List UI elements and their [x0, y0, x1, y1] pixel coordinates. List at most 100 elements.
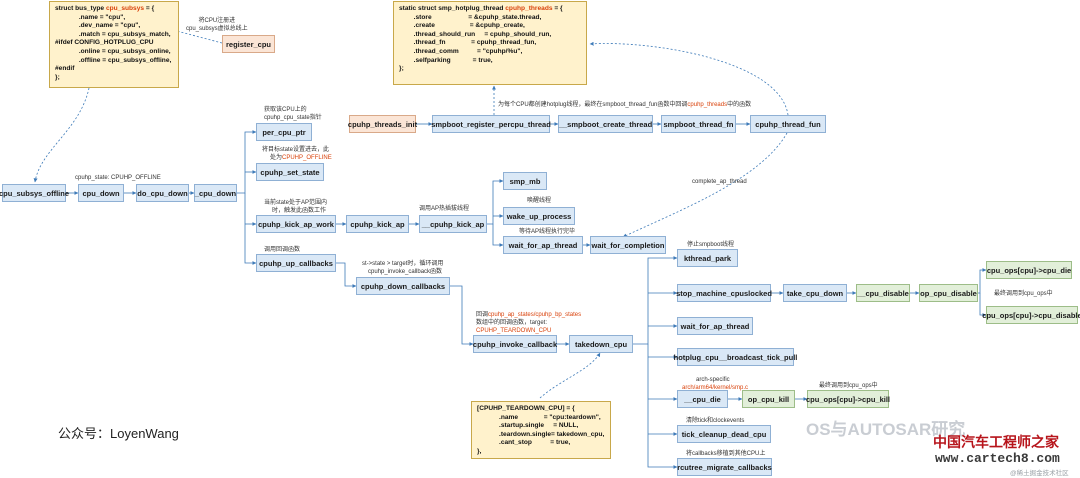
- note-down-cb-line2: cpuhp_invoke_callback函数: [368, 269, 443, 275]
- node-cpuhp-up-callbacks: cpuhp_up_callbacks: [256, 254, 336, 272]
- node-cpu-ops-cpu-disable: cpu_ops[cpu]->cpu_disable: [982, 306, 1080, 324]
- note-tick: 清除tick和clockevents: [686, 418, 745, 424]
- link-register-to-bus: [172, 29, 223, 44]
- note-wait: 等待AP线程执行完毕: [519, 229, 576, 235]
- node-cpu-down: cpu_down: [78, 184, 124, 202]
- node-smpboot-create-thread: __smpboot_create_thread: [558, 115, 653, 133]
- bus-type-line: .dev_name = "cpu",: [55, 22, 141, 30]
- note-kick-work-line2: 时，触发此函数工作: [272, 208, 327, 214]
- hotplug-thread-line: .thread_should_run = cpuhp_should_run,: [399, 30, 552, 38]
- node-cpuhp-threads-init: cpuhp_threads_init: [348, 115, 417, 133]
- code-box-bus-type: struct bus_type cpu_subsys = { .name = "…: [49, 1, 179, 88]
- link-complete: [622, 132, 788, 238]
- note-percpu-highlight: cpuhp_threads: [687, 102, 728, 108]
- note-set-state-line2-wrap: 处为CPUHP_OFFLINE: [262, 154, 332, 162]
- note-invoke-line2: 数组中的回调函数，target:: [476, 320, 548, 326]
- note-wake: 唤醒线程: [527, 198, 552, 204]
- code-box-hotplug-thread: static struct smp_hotplug_thread cpuhp_t…: [393, 1, 587, 85]
- node-tick-cleanup-dead-cpu: tick_cleanup_dead_cpu: [677, 425, 771, 443]
- note-down-callbacks: st->state > target时，循环调用 cpuhp_invoke_cal…: [362, 260, 443, 276]
- bus-type-head: struct bus_type: [55, 5, 106, 12]
- teardown-line: .cant_stop = true,: [477, 439, 571, 447]
- watermark-os: OS与AUTOSAR研究: [806, 420, 966, 439]
- note-up-callbacks: 调用回调函数: [264, 247, 301, 253]
- node-cpu-ops-cpu-die: cpu_ops[cpu]->cpu_die: [986, 261, 1072, 279]
- node-cpuhp-down-callbacks: cpuhp_down_callbacks: [356, 277, 450, 295]
- code-box-teardown: [CPUHP_TEARDOWN_CPU] = { .name = "cpu:te…: [471, 401, 611, 459]
- node-underscore-cpu-down: _cpu_down: [194, 184, 237, 202]
- teardown-line: [CPUHP_TEARDOWN_CPU] = {: [477, 405, 575, 412]
- node-cpuhp-thread-fun: cpuhp_thread_fun: [750, 115, 826, 133]
- teardown-line: .startup.single = NULL,: [477, 422, 579, 430]
- note-set-state: 将目标state设置进去，此处为CPUHP_OFFLINE: [262, 146, 332, 162]
- node-wait-for-ap-thread: wait_for_ap_thread: [503, 236, 583, 254]
- hotplug-thread-head-highlight: cpuhp_threads: [505, 5, 553, 12]
- note-register-line1: 将CPU注册进: [198, 18, 236, 24]
- watermark-url: www.cartech8.com: [935, 451, 1060, 466]
- bus-type-head-tail: = {: [144, 5, 155, 12]
- teardown-line: .name = "cpu:teardown",: [477, 413, 601, 421]
- note-invoke-line1: 回调: [476, 312, 489, 318]
- node-cpuhp-kick-ap: cpuhp_kick_ap: [346, 215, 409, 233]
- bus-type-head-highlight: cpu_subsys: [105, 5, 145, 12]
- note-per-cpu-line2: cpuhp_cpu_state指针: [264, 115, 322, 121]
- note-set-state-highlight: CPUHP_OFFLINE: [282, 155, 332, 161]
- note-percpu: 为每个CPU都创建hotplug线程，最终在smpboot_thread_fun…: [498, 101, 751, 109]
- bus-type-line: .match = cpu_subsys_match,: [55, 30, 171, 38]
- node-cpu-die: __cpu_die: [677, 390, 728, 408]
- node-cpu-subsys-offline: cpu_subsys_offline: [0, 184, 69, 202]
- node-cpuhp-set-state: cpuhp_set_state: [256, 163, 324, 181]
- note-arch-line1: arch-specific: [696, 377, 730, 383]
- hotplug-thread-line: .store = &cpuhp_state.thread,: [399, 13, 542, 21]
- node-op-cpu-disable: op_cpu_disable: [919, 284, 978, 302]
- node-cpu-ops-cpu-kill: cpu_ops[cpu]->cpu_kill: [806, 390, 890, 408]
- node-take-cpu-down: take_cpu_down: [783, 284, 847, 302]
- node-stop-machine-cpuslocked: stop_machine_cpuslocked: [676, 284, 772, 302]
- note-set-state-line1: 将目标state设置进去，此: [262, 147, 330, 153]
- note-kick-ap: 调用AP热插拔线程: [419, 206, 470, 212]
- node-hotplug-cpu-broadcast: hotplug_cpu__broadcast_tick_pull: [674, 348, 797, 366]
- note-rcu: 将callbacks移植到其他CPU上: [686, 451, 766, 457]
- note-arch-highlight: arch/arm64/kernel/smp.c: [682, 385, 749, 391]
- node-do-cpu-down: do_cpu_down: [136, 184, 189, 202]
- node-per-cpu-ptr: per_cpu_ptr: [256, 123, 312, 141]
- note-per-cpu-line1: 获取该CPU上的: [264, 107, 307, 113]
- note-per-cpu: 获取该CPU上的 cpuhp_cpu_state指针: [264, 106, 322, 122]
- hotplug-thread-line: .thread_comm = "cpuhp/%u",: [399, 47, 523, 55]
- link-teardown-to-takedown: [539, 352, 601, 399]
- hotplug-thread-head-tail: = {: [552, 5, 563, 12]
- bus-type-line: #endif: [55, 65, 75, 73]
- note-invoke-highlight-2: CPUHP_TEARDOWN_CPU: [476, 328, 552, 334]
- node-takedown-cpu: takedown_cpu: [569, 335, 633, 353]
- note-state-offline: cpuhp_state: CPUHP_OFFLINE: [75, 175, 161, 181]
- bus-type-line: .name = "cpu",: [55, 13, 126, 21]
- watermark-cn: 中国汽车工程师之家: [933, 435, 1059, 451]
- watermark-small: @稀土掘金技术社区: [1010, 470, 1069, 477]
- node-register-cpu: register_cpu: [222, 35, 275, 53]
- note-kill: 最终调用到cpu_ops中: [819, 383, 878, 389]
- hotplug-thread-head: static struct smp_hotplug_thread: [399, 5, 506, 12]
- node-smpboot-thread-fn: smpboot_thread_fn: [661, 115, 736, 133]
- note-down-cb-line1: st->state > target时，循环调用: [362, 261, 444, 267]
- node-cpuhp-invoke-callback: cpuhp_invoke_callback: [473, 335, 557, 353]
- hotplug-thread-line: .selfparking = true,: [399, 56, 493, 64]
- link-bus-to-offline: [33, 87, 90, 183]
- node-wait-for-ap-thread-2: wait_for_ap_thread: [677, 317, 753, 335]
- note-percpu-tail: 中的函数: [727, 102, 752, 108]
- note-invoke-highlight: cpuhp_ap_states/cpuhp_bp_states: [488, 312, 582, 318]
- note-complete: complete_ap_thread: [692, 179, 747, 185]
- note-invoke-line1-wrap: 回调cpuhp_ap_states/cpuhp_bp_states: [476, 311, 581, 319]
- node-cpu-disable: __cpu_disable: [856, 284, 910, 302]
- node-smpboot-register-percpu-thread: smpboot_register_percpu_thread: [431, 115, 551, 133]
- node-smp-mb: smp_mb: [503, 172, 547, 190]
- note-kick-work: 当前state处于AP范围内时，触发此函数工作: [264, 199, 327, 215]
- note-ops: 最终调用到cpu_ops中: [994, 291, 1053, 297]
- node-op-cpu-kill: op_cpu_kill: [742, 390, 795, 408]
- teardown-line: .teardown.single= takedown_cpu,: [477, 430, 605, 438]
- bus-type-line: .offline = cpu_subsys_offline,: [55, 56, 172, 64]
- note-kick-work-line1: 当前state处于AP范围内: [264, 200, 328, 206]
